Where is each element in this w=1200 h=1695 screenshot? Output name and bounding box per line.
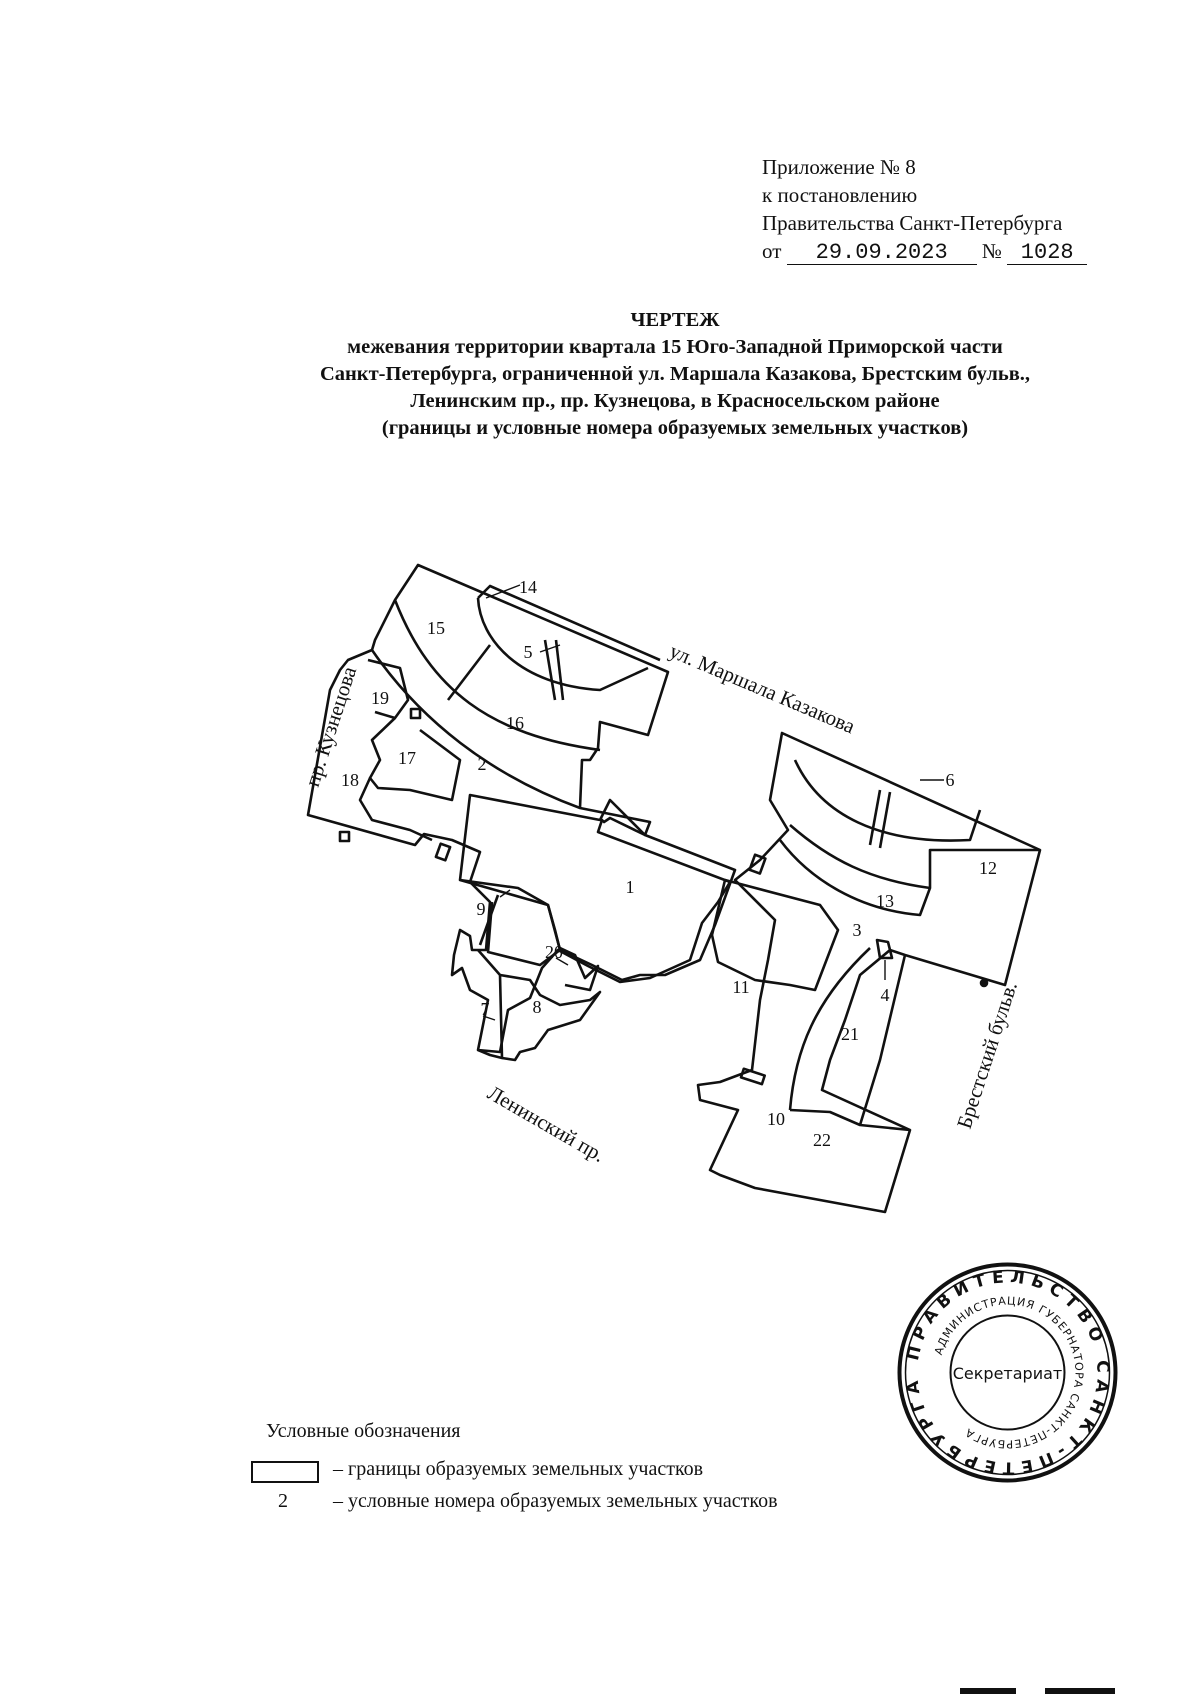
parcel-label-11: 11 — [732, 977, 749, 997]
legend-title: Условные обозначения — [266, 1420, 461, 1442]
parcel-label-16: 16 — [506, 713, 524, 733]
parcel-1-marker — [434, 842, 452, 862]
parcel-17-boundary — [368, 717, 462, 802]
date-prefix: от — [762, 239, 782, 263]
seal-center-text: Секретариат — [953, 1364, 1062, 1383]
parcel-label-8: 8 — [533, 997, 542, 1017]
parcel-label-3: 3 — [853, 920, 862, 940]
parcel-label-5: 5 — [524, 642, 533, 662]
eastern-block-outline — [696, 731, 1042, 1214]
parcel-19-boundary — [367, 658, 410, 720]
parcel-label-21: 21 — [841, 1024, 859, 1044]
parcel-6-divider-2 — [878, 791, 892, 849]
parcel-18-boundary — [358, 777, 433, 842]
title-line-4: Ленинским пр., пр. Кузнецова, в Красносе… — [410, 390, 940, 412]
title-line-3: Санкт-Петербурга, ограниченной ул. Марша… — [319, 363, 1031, 385]
parcel-label-22: 22 — [813, 1130, 831, 1150]
street-label-north: ул. Маршала Казакова — [666, 639, 859, 739]
parcel-label-12: 12 — [979, 858, 997, 878]
seal-graphic: ПРАВИТЕЛЬСТВО САНКТ-ПЕТЕРБУРГА АДМИНИСТР… — [897, 1262, 1118, 1483]
leader-7 — [482, 1015, 496, 1021]
parcel-label-7: 7 — [481, 999, 490, 1019]
parcel-8-boundary — [499, 973, 602, 1062]
parcel-5-crescent — [476, 597, 649, 692]
parcel-13-boundary — [778, 839, 1040, 917]
parcel-label-17: 17 — [398, 748, 416, 768]
title-line-1: ЧЕРТЕЖ — [630, 309, 720, 331]
parcel-2-band — [370, 649, 581, 810]
parcel-19-marker — [409, 707, 422, 720]
parcel-14-strip — [477, 584, 661, 662]
parcel-3-marker — [748, 853, 767, 875]
street-label-south: Ленинский пр. — [484, 1081, 610, 1167]
parcel-label-1: 1 — [626, 877, 635, 897]
parcel-21-boundary — [788, 947, 871, 1111]
legend-number-sample: 2 — [278, 1490, 288, 1512]
document-date: 29.09.2023 — [786, 242, 977, 265]
parcel-11-block — [710, 878, 840, 992]
parcel-label-13: 13 — [876, 891, 894, 911]
parcel-13-inner — [789, 824, 931, 890]
leader-5 — [539, 644, 561, 653]
parcel-4-marker — [875, 938, 894, 960]
parcel-12-marker — [979, 978, 989, 988]
leader-14 — [485, 584, 521, 599]
parcel-18-marker — [338, 830, 351, 843]
parcel-9-line — [478, 894, 500, 946]
western-block-outline — [306, 563, 732, 1054]
parcel-21-right — [858, 954, 907, 1126]
parcel-10-marker — [739, 1067, 766, 1086]
number-prefix: № — [981, 239, 1002, 263]
leader-20 — [555, 957, 569, 966]
parcel-label-18: 18 — [341, 770, 359, 790]
legend-number-text: – условные номера образуемых земельных у… — [333, 1490, 778, 1512]
appendix-line-3: Правительства Санкт-Петербурга — [762, 211, 1063, 235]
parcel-label-4: 4 — [881, 985, 890, 1005]
document-title: ЧЕРТЕЖ межевания территории квартала 15 … — [200, 307, 1150, 442]
parcel-9-boundary — [459, 878, 562, 967]
parcel-2-band-inner — [393, 599, 601, 752]
leader-9 — [499, 889, 511, 898]
parcel-22-boundary — [789, 1108, 911, 1132]
legend-boundary-text: – границы образуемых земельных участков — [333, 1458, 704, 1480]
parcel-label-2: 2 — [478, 754, 487, 774]
parcel-label-9: 9 — [477, 899, 486, 919]
parcel-label-20: 20 — [545, 942, 563, 962]
street-label-east: Брестский бульв. — [952, 979, 1022, 1132]
footer-mark-1 — [960, 1688, 1016, 1694]
parcel-16-boundary — [446, 644, 492, 701]
title-line-2: межевания территории квартала 15 Юго-Зап… — [347, 336, 1003, 358]
document-number: 1028 — [1007, 242, 1088, 265]
parcel-6-crescent — [793, 759, 982, 842]
appendix-line-1: Приложение № 8 — [762, 155, 916, 179]
appendix-date-line: от 29.09.2023 № 1028 — [762, 237, 1088, 265]
footer-mark-2 — [1045, 1688, 1115, 1694]
parcel-label-19: 19 — [371, 688, 389, 708]
appendix-line-2: к постановлению — [762, 183, 918, 207]
official-seal: ПРАВИТЕЛЬСТВО САНКТ-ПЕТЕРБУРГА АДМИНИСТР… — [895, 1260, 1120, 1485]
parcel-6-divider — [868, 789, 882, 846]
parcel-label-6: 6 — [946, 770, 955, 790]
title-line-5: (границы и условные номера образуемых зе… — [381, 417, 969, 439]
parcel-7-boundary — [477, 949, 504, 1060]
legend-boundary-swatch — [251, 1461, 319, 1483]
appendix-header: Приложение № 8 к постановлению Правитель… — [762, 153, 1088, 265]
parcel-5-divider-2 — [554, 639, 565, 701]
parcel-label-14: 14 — [519, 577, 537, 597]
parcel-label-10: 10 — [767, 1109, 785, 1129]
parcel-20-boundary — [559, 946, 600, 992]
parcel-label-15: 15 — [427, 618, 445, 638]
